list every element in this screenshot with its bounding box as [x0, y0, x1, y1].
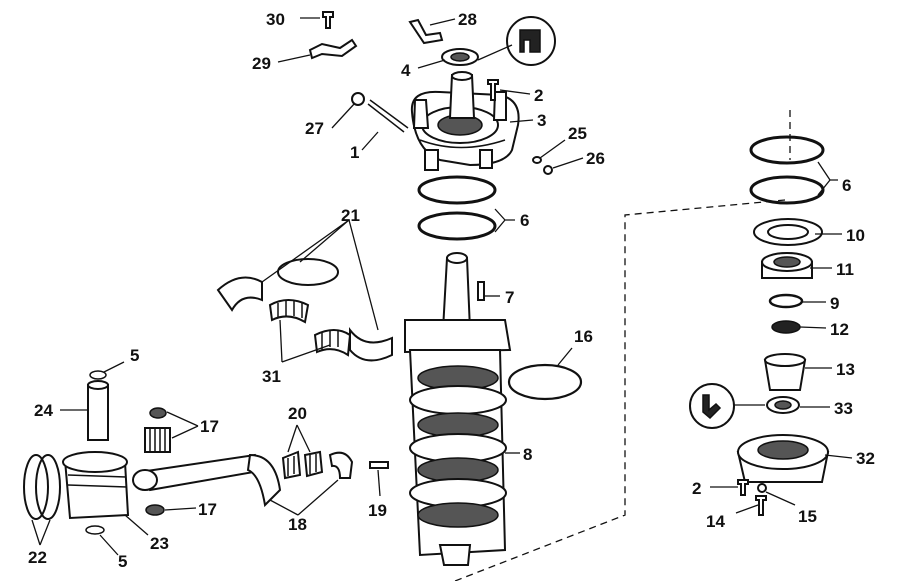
- o-ring-6-lower: [417, 211, 497, 241]
- callout-3: 3: [537, 111, 546, 130]
- rod-cap: [328, 451, 354, 479]
- callout-2-bottom: 2: [692, 479, 701, 498]
- callout-17-top: 17: [200, 417, 219, 436]
- callout-19: 19: [368, 501, 387, 520]
- retaining-ring-16: [507, 363, 583, 401]
- screw-2-top: [487, 79, 499, 101]
- bracket-28: [408, 18, 444, 45]
- piston-rings-22: [23, 454, 61, 520]
- callout-9: 9: [830, 294, 839, 313]
- callout-18: 18: [288, 515, 307, 534]
- piston-23: [62, 451, 130, 520]
- callout-24: 24: [34, 401, 53, 420]
- callout-22: 22: [28, 548, 47, 567]
- seal-33: [766, 396, 800, 414]
- callout-8: 8: [523, 445, 532, 464]
- main-bearing-set-21: [216, 258, 393, 362]
- o-ring-6-right-upper: [749, 135, 825, 165]
- callout-21: 21: [341, 206, 360, 225]
- washer-15: [757, 483, 767, 493]
- callout-11: 11: [836, 260, 854, 279]
- callout-26: 26: [586, 149, 605, 168]
- callout-5-bottom: 5: [118, 552, 127, 571]
- callout-20: 20: [288, 404, 307, 423]
- pin-25: [532, 156, 542, 164]
- callout-14: 14: [706, 512, 725, 531]
- sealant-icon-bottom: [689, 383, 735, 429]
- piston-pin-24: [87, 380, 109, 441]
- screw-14: [755, 495, 767, 516]
- callout-17-bottom: 17: [198, 500, 217, 519]
- needle-bearing-17: [144, 427, 171, 453]
- callout-10: 10: [846, 226, 865, 245]
- callout-12: 12: [830, 320, 849, 339]
- callout-23: 23: [150, 534, 169, 553]
- assembly-dashed-line: [454, 110, 791, 581]
- leader-lines: [31, 17, 853, 556]
- sleeve-13: [763, 353, 807, 391]
- callout-6-center: 6: [520, 211, 529, 230]
- screw-19: [369, 461, 389, 469]
- callout-32: 32: [856, 449, 875, 468]
- retainer-5-top: [89, 370, 107, 380]
- callout-15: 15: [798, 507, 817, 526]
- o-ring-6-upper: [417, 175, 497, 205]
- sealant-icon-top: [506, 16, 556, 66]
- washer-27: [351, 92, 365, 106]
- nut-26: [543, 165, 553, 175]
- callout-5-top: 5: [130, 346, 139, 365]
- screw-30: [322, 11, 334, 29]
- lower-bearing-housing-32: [736, 434, 830, 483]
- callout-31: 31: [262, 367, 281, 386]
- plate-29: [308, 38, 358, 60]
- upper-bearing-head: [410, 71, 520, 171]
- callout-33: 33: [834, 399, 853, 418]
- callout-2-top: 2: [534, 86, 543, 105]
- callout-13: 13: [836, 360, 855, 379]
- callout-29: 29: [252, 54, 271, 73]
- roller-bearing-31: [268, 299, 352, 357]
- callout-4: 4: [401, 61, 411, 80]
- key-7: [477, 281, 485, 301]
- ring-9: [768, 293, 804, 309]
- seal-12: [771, 320, 801, 334]
- crankshaft-8: [404, 252, 512, 566]
- callout-16: 16: [574, 327, 593, 346]
- o-ring-6-right-lower: [749, 175, 825, 205]
- plate-10: [753, 218, 823, 246]
- callout-6-right: 6: [842, 176, 851, 195]
- callout-7: 7: [505, 288, 514, 307]
- callout-27: 27: [305, 119, 324, 138]
- connecting-rod-18: [132, 453, 282, 508]
- rod-bearing-20: [281, 450, 324, 480]
- callout-25: 25: [568, 124, 587, 143]
- screw-2-bottom: [737, 479, 749, 496]
- callout-30: 30: [266, 10, 285, 29]
- callout-1: 1: [350, 143, 359, 162]
- callout-28: 28: [458, 10, 477, 29]
- bearing-11: [761, 252, 813, 279]
- bolt-1: [367, 99, 409, 133]
- callout-labels: 30 28 29 4 2 27 3 25 1 26 6 6 10 21 11 7…: [28, 10, 875, 571]
- washer-17-top: [149, 407, 167, 419]
- washer-17-bottom: [145, 504, 165, 516]
- retainer-5-bottom: [85, 525, 105, 535]
